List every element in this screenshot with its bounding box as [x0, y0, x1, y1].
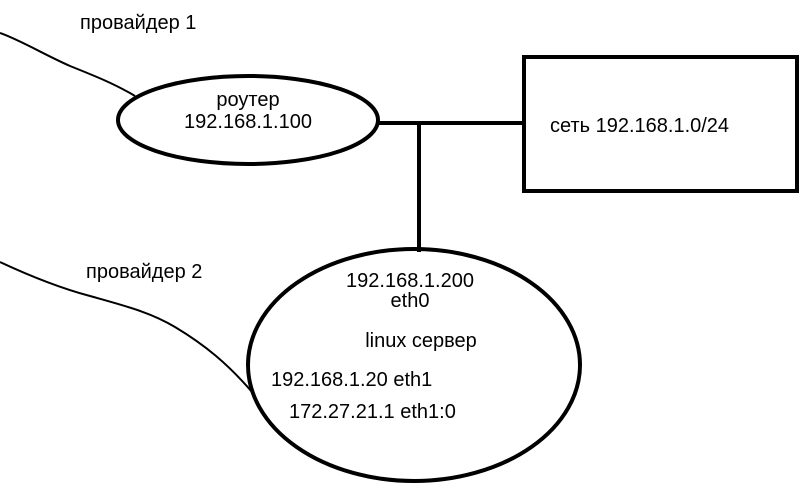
server-name-label: linux сервер	[365, 330, 477, 352]
router-node	[116, 74, 380, 166]
server-node	[246, 247, 582, 483]
provider1-cable	[0, 32, 136, 97]
server-eth1-label: 192.168.1.20 eth1	[271, 369, 433, 391]
network-label: сеть 192.168.1.0/24	[550, 115, 730, 137]
network-node	[522, 55, 799, 193]
server-eth0-if-label: eth0	[390, 290, 430, 312]
provider1-label: провайдер 1	[80, 12, 197, 34]
provider2-cable	[0, 261, 253, 393]
router-ip-label: 192.168.1.100	[184, 111, 312, 133]
server-eth1-alias-label: 172.27.21.1 eth1:0	[289, 401, 456, 423]
provider2-label: провайдер 2	[86, 261, 203, 283]
router-name-label: роутер	[216, 89, 280, 111]
server-eth0-ip-label: 192.168.1.200	[346, 270, 474, 292]
